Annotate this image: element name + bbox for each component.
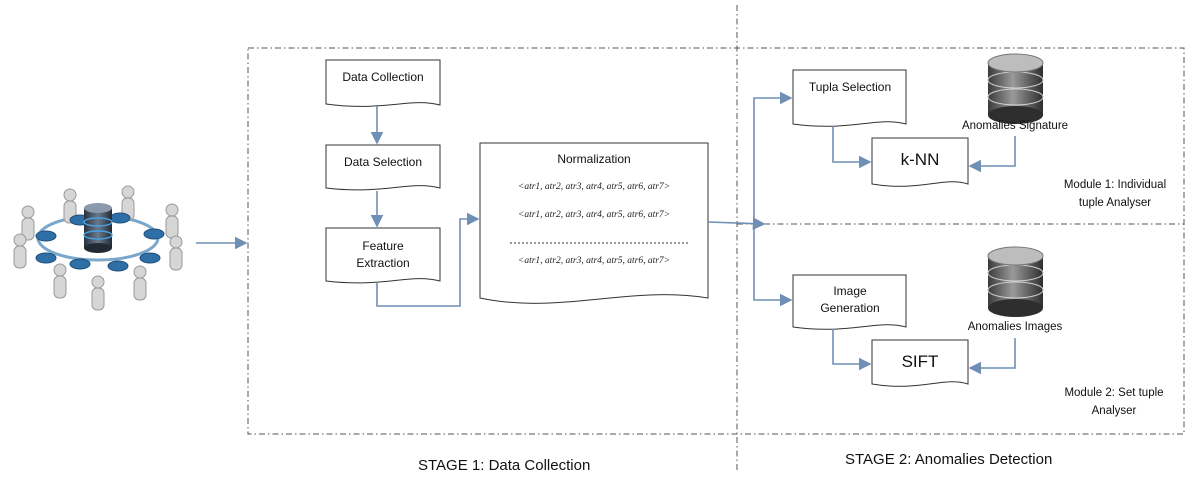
tuple-text: <atr1, atr2, atr3, atr4, atr5, atr6, atr… (517, 256, 671, 266)
db-label-images: Anomalies Images (967, 321, 1063, 333)
step-feature-extraction: Feature Extraction (356, 239, 410, 270)
tuple-2: <atr1, atr2, atr3, atr4, atr5, atr6, atr… (480, 210, 708, 220)
arrow-extraction-to-normalization (376, 212, 480, 307)
tuple-1: <atr1, atr2, atr3, atr4, atr5, atr6, atr… (480, 182, 708, 192)
arrow-tupla-to-knn (832, 126, 872, 169)
database-icon (987, 53, 1044, 124)
stage-frames (247, 5, 1185, 472)
arrow-image-to-sift (832, 329, 872, 371)
stage-frame (247, 47, 1185, 435)
tuple-3: <atr1, atr2, atr3, atr4, atr5, atr6, atr… (480, 256, 708, 266)
tuple-text: <atr1, atr2, atr3, atr4, atr5, atr6, atr… (517, 210, 671, 220)
step-data-collection: Data Collection (342, 70, 424, 84)
step-data-selection: Data Selection (343, 155, 423, 169)
arrow-normalization-out (707, 217, 766, 230)
arrow-to-tupla-selection (753, 91, 793, 224)
doc-normalization (479, 142, 709, 304)
doc-tupla-selection (792, 69, 907, 127)
doc-knn (871, 137, 969, 187)
database-icon (987, 246, 1044, 317)
arrow-to-image-generation (753, 224, 793, 307)
doc-data-collection (325, 59, 441, 107)
stage2-title: STAGE 2: Anomalies Detection (845, 451, 1053, 468)
algorithm-sift: SIFT (901, 352, 939, 371)
arrow-signature-to-knn (968, 136, 1016, 173)
db-label-signature: Anomalies Signature (961, 120, 1069, 132)
tuple-text: <atr1, atr2, atr3, atr4, atr5, atr6, atr… (517, 182, 671, 192)
step-normalization: Normalization (557, 152, 631, 166)
doc-sift (871, 339, 969, 387)
algorithm-knn: k-NN (900, 150, 940, 169)
arrow-images-to-sift (968, 338, 1016, 375)
document-shapes (325, 59, 969, 387)
module1-label: Module 1: Individual tuple Analyser (1063, 179, 1167, 209)
step-image-generation: Image Generation (820, 284, 880, 315)
stage1-title: STAGE 1: Data Collection (418, 457, 591, 474)
doc-feature-extraction (325, 227, 441, 284)
doc-data-selection (325, 144, 441, 191)
doc-image-generation (792, 274, 907, 330)
network-users-icon (13, 185, 183, 311)
step-tupla-selection: Tupla Selection (808, 80, 892, 94)
flow-arrows (196, 91, 1016, 375)
module2-label: Module 2: Set tuple Analyser (1064, 387, 1164, 417)
